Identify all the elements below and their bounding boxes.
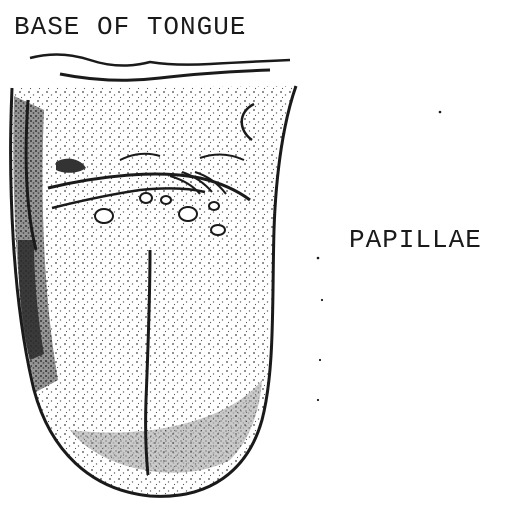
tongue-base-edge-inner [60,70,270,80]
tongue-base-edge [30,54,290,65]
papillae-label: PAPILLAE [349,225,482,255]
papilla-4 [161,196,171,204]
papilla-2 [140,193,152,203]
base-of-tongue-label: BASE OF TONGUE [14,12,246,42]
papilla-3 [179,207,197,221]
papilla-1 [95,209,113,223]
papilla-6 [209,202,219,210]
papilla-5 [211,225,225,235]
